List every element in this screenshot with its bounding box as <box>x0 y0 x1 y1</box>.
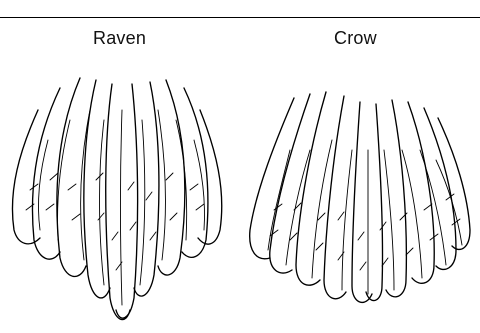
crow-tail-illustration <box>240 90 480 333</box>
crow-label: Crow <box>334 28 377 49</box>
raven-tail-illustration <box>0 70 240 333</box>
raven-label: Raven <box>93 28 146 49</box>
top-divider-line <box>0 17 480 18</box>
